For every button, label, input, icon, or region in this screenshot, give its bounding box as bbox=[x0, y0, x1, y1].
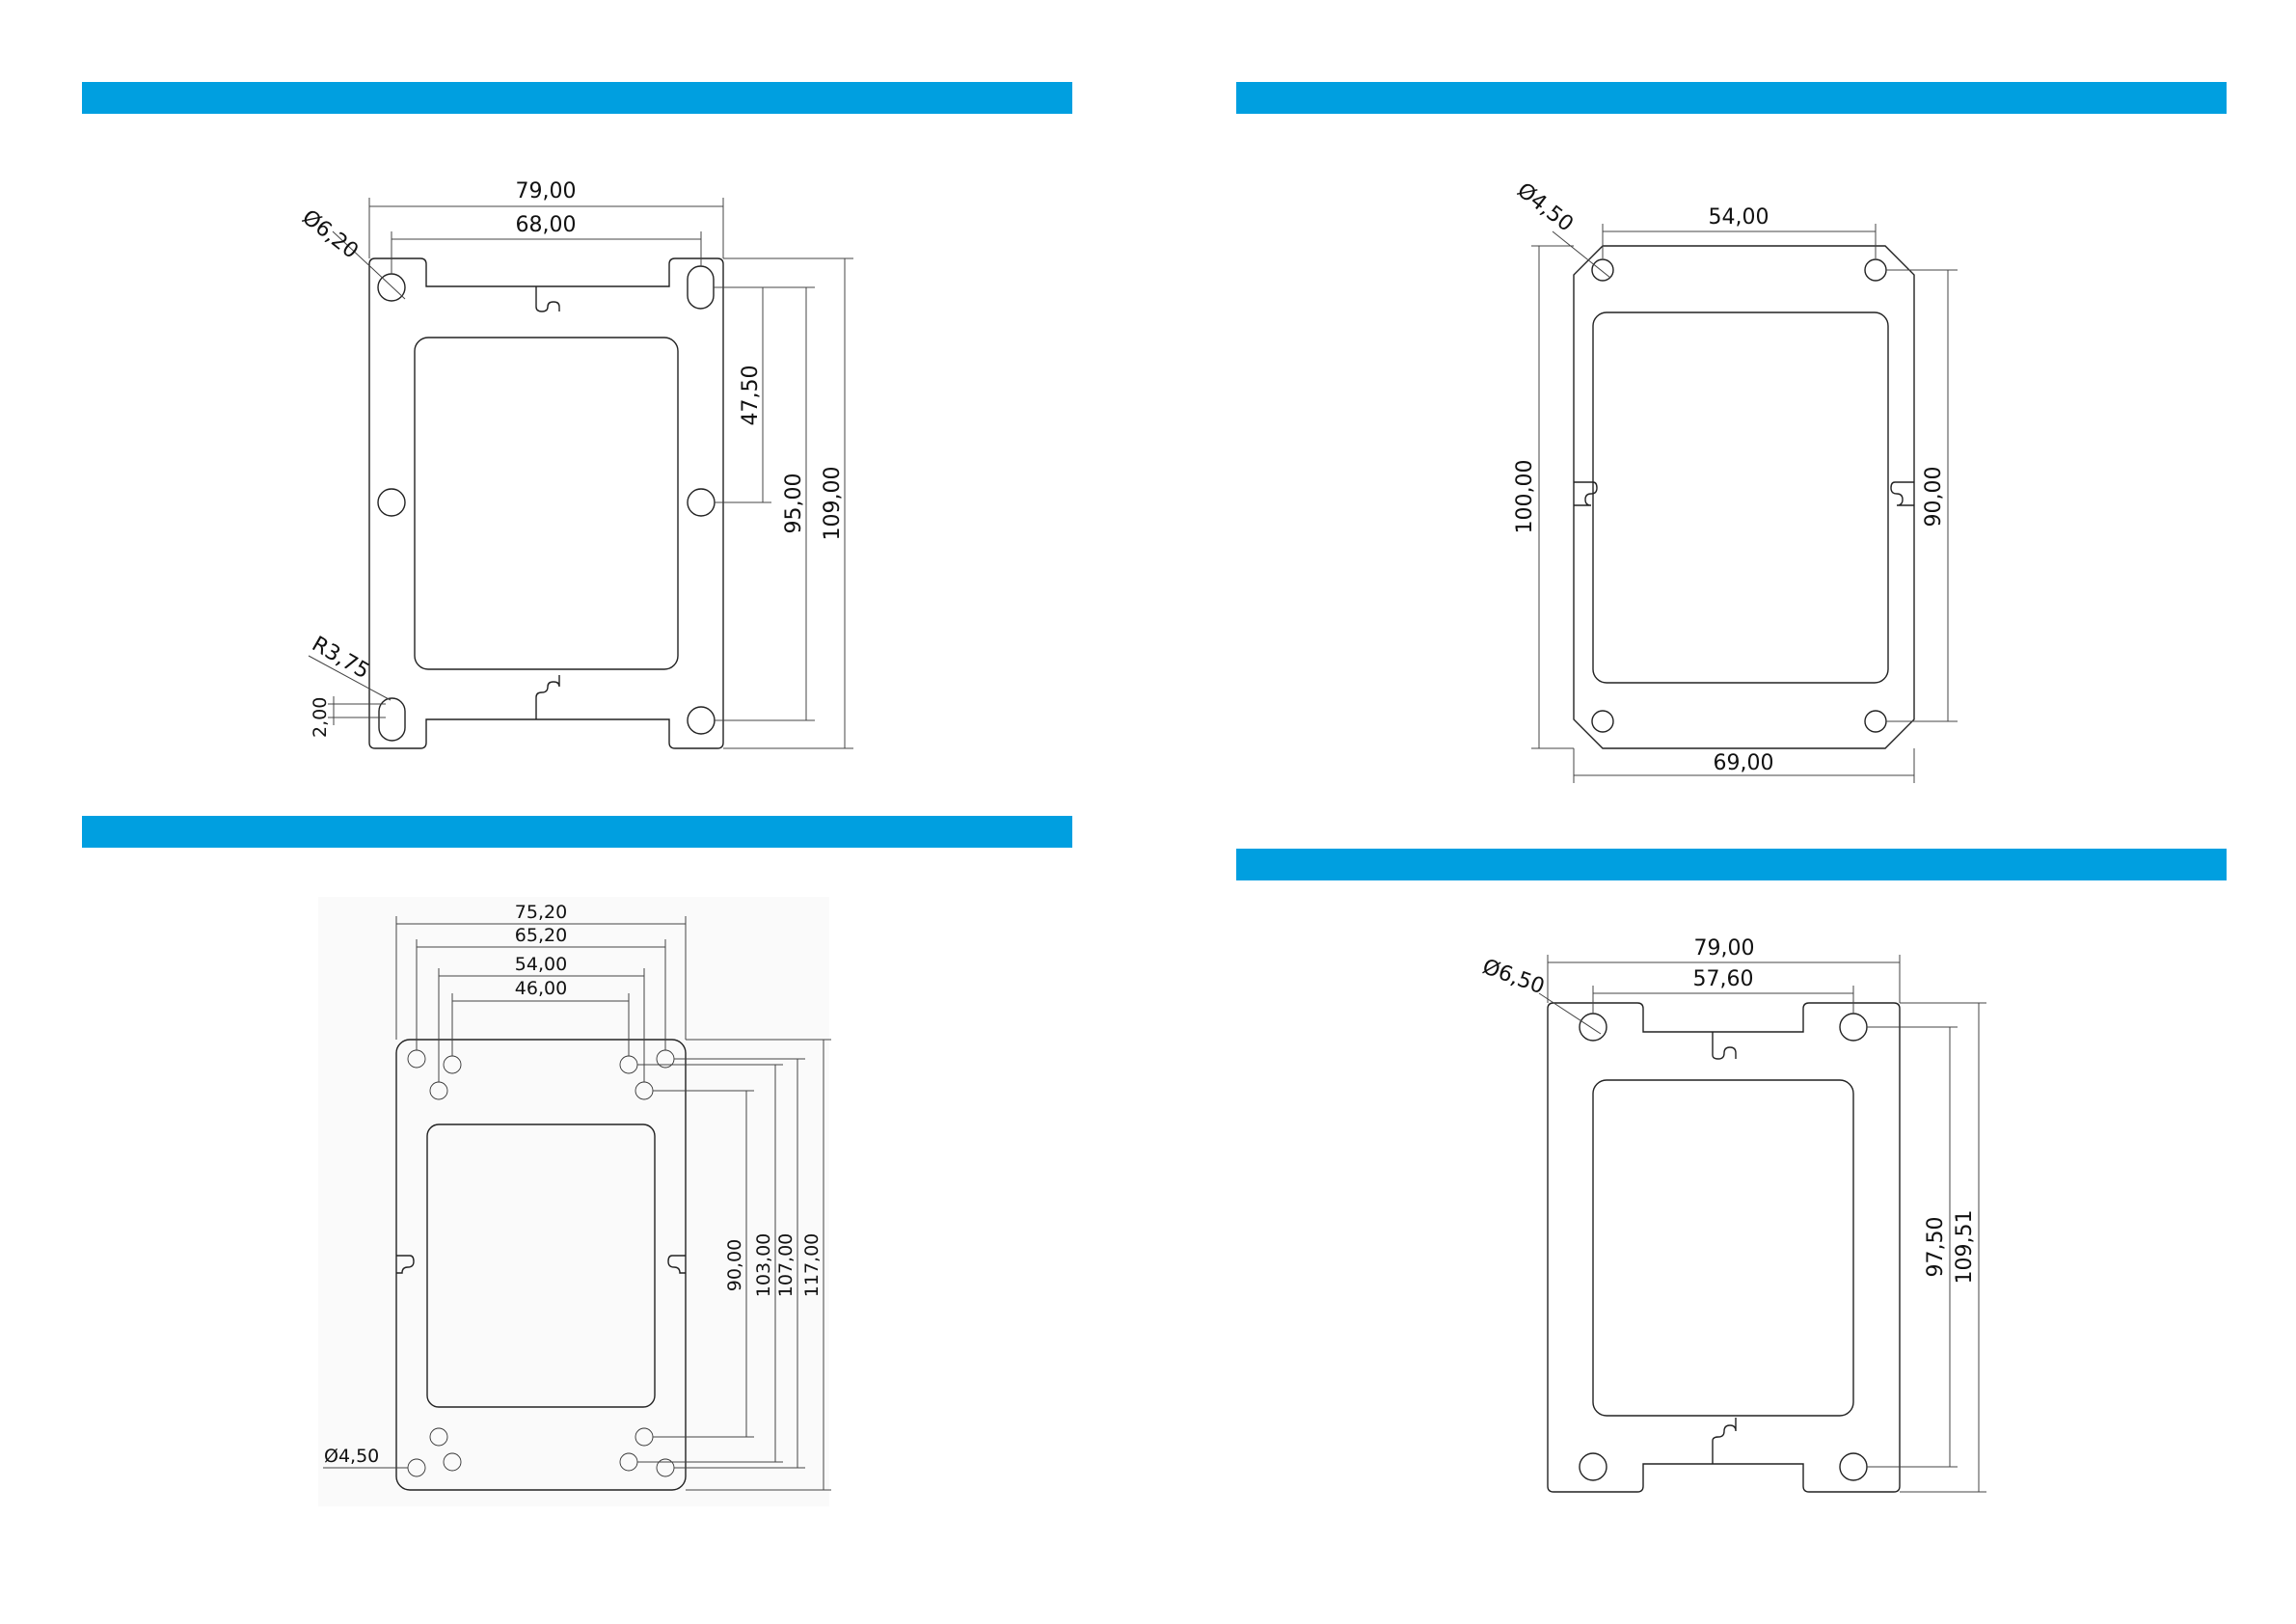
plate-window bbox=[415, 338, 678, 669]
notch-right bbox=[1891, 482, 1914, 505]
hole bbox=[1580, 1014, 1607, 1041]
dim-corner-radius: R3,75 bbox=[308, 633, 373, 685]
hole bbox=[1592, 711, 1613, 732]
dim-hole-diameter: Ø4,50 bbox=[1512, 178, 1578, 237]
hole bbox=[378, 489, 405, 516]
dim-hole-spacing-y: 95,00 bbox=[782, 474, 806, 534]
dim-hole-spacing-x: 68,00 bbox=[516, 213, 577, 237]
drawing-top-left: 79,00 68,00 Ø6,20 109,00 95,00 47,50 R3,… bbox=[297, 179, 853, 748]
dim-hole-diameter: Ø4,50 bbox=[324, 1446, 379, 1467]
dim-height: 100,00 bbox=[1513, 460, 1537, 534]
plate-outline bbox=[1574, 246, 1914, 748]
drawing-bottom-right: 79,00 57,60 Ø6,50 97,50 109,51 bbox=[1479, 936, 1986, 1492]
drawing-top-right: Ø4,50 54,00 100,00 90,00 69,00 bbox=[1512, 178, 1958, 783]
dim-width-2: 65,20 bbox=[515, 925, 567, 946]
dim-hole-diameter: Ø6,20 bbox=[297, 205, 363, 264]
notch-bottom bbox=[1713, 1418, 1736, 1464]
dim-width-4: 46,00 bbox=[515, 978, 567, 999]
slot-hole bbox=[379, 698, 405, 741]
dim-hole-spacing-y: 90,00 bbox=[1922, 467, 1946, 528]
notch-top bbox=[1713, 1032, 1736, 1059]
dim-height: 109,51 bbox=[1953, 1210, 1977, 1285]
dim-slot-offset: 2,00 bbox=[310, 697, 331, 738]
dim-height-3: 107,00 bbox=[775, 1233, 797, 1297]
hole bbox=[1840, 1014, 1867, 1041]
dim-half-height: 47,50 bbox=[739, 365, 763, 426]
dim-height: 109,00 bbox=[821, 467, 845, 541]
slot-hole bbox=[688, 266, 714, 309]
hole bbox=[688, 489, 715, 516]
plate-window bbox=[1593, 1080, 1853, 1416]
hole bbox=[1580, 1453, 1607, 1480]
plate-outline bbox=[1548, 1003, 1900, 1492]
notch-bottom bbox=[536, 675, 559, 719]
hole bbox=[1865, 711, 1886, 732]
dim-width-3: 54,00 bbox=[515, 954, 567, 975]
drawing-bottom-left: 75,20 65,20 54,00 46,00 90,00 103,00 107… bbox=[318, 897, 831, 1506]
hole bbox=[1840, 1453, 1867, 1480]
dim-hole-spacing-x: 54,00 bbox=[1709, 205, 1769, 230]
notch-top bbox=[536, 286, 559, 311]
dim-width: 79,00 bbox=[516, 179, 577, 203]
hole bbox=[1865, 259, 1886, 281]
drawing-background bbox=[318, 897, 829, 1506]
dim-height-outer: 117,00 bbox=[801, 1233, 823, 1297]
dim-width: 69,00 bbox=[1714, 751, 1774, 775]
plate-outline bbox=[369, 258, 723, 748]
dim-height-1: 90,00 bbox=[724, 1239, 745, 1291]
dim-hole-spacing-x: 57,60 bbox=[1693, 967, 1754, 991]
hole bbox=[688, 707, 715, 734]
dim-width-outer: 75,20 bbox=[515, 902, 567, 923]
dim-hole-spacing-y: 97,50 bbox=[1924, 1217, 1948, 1278]
dim-width: 79,00 bbox=[1694, 936, 1755, 961]
plate-window bbox=[1593, 312, 1888, 683]
dim-height-2: 103,00 bbox=[753, 1233, 774, 1297]
dim-hole-diameter: Ø6,50 bbox=[1479, 955, 1548, 999]
